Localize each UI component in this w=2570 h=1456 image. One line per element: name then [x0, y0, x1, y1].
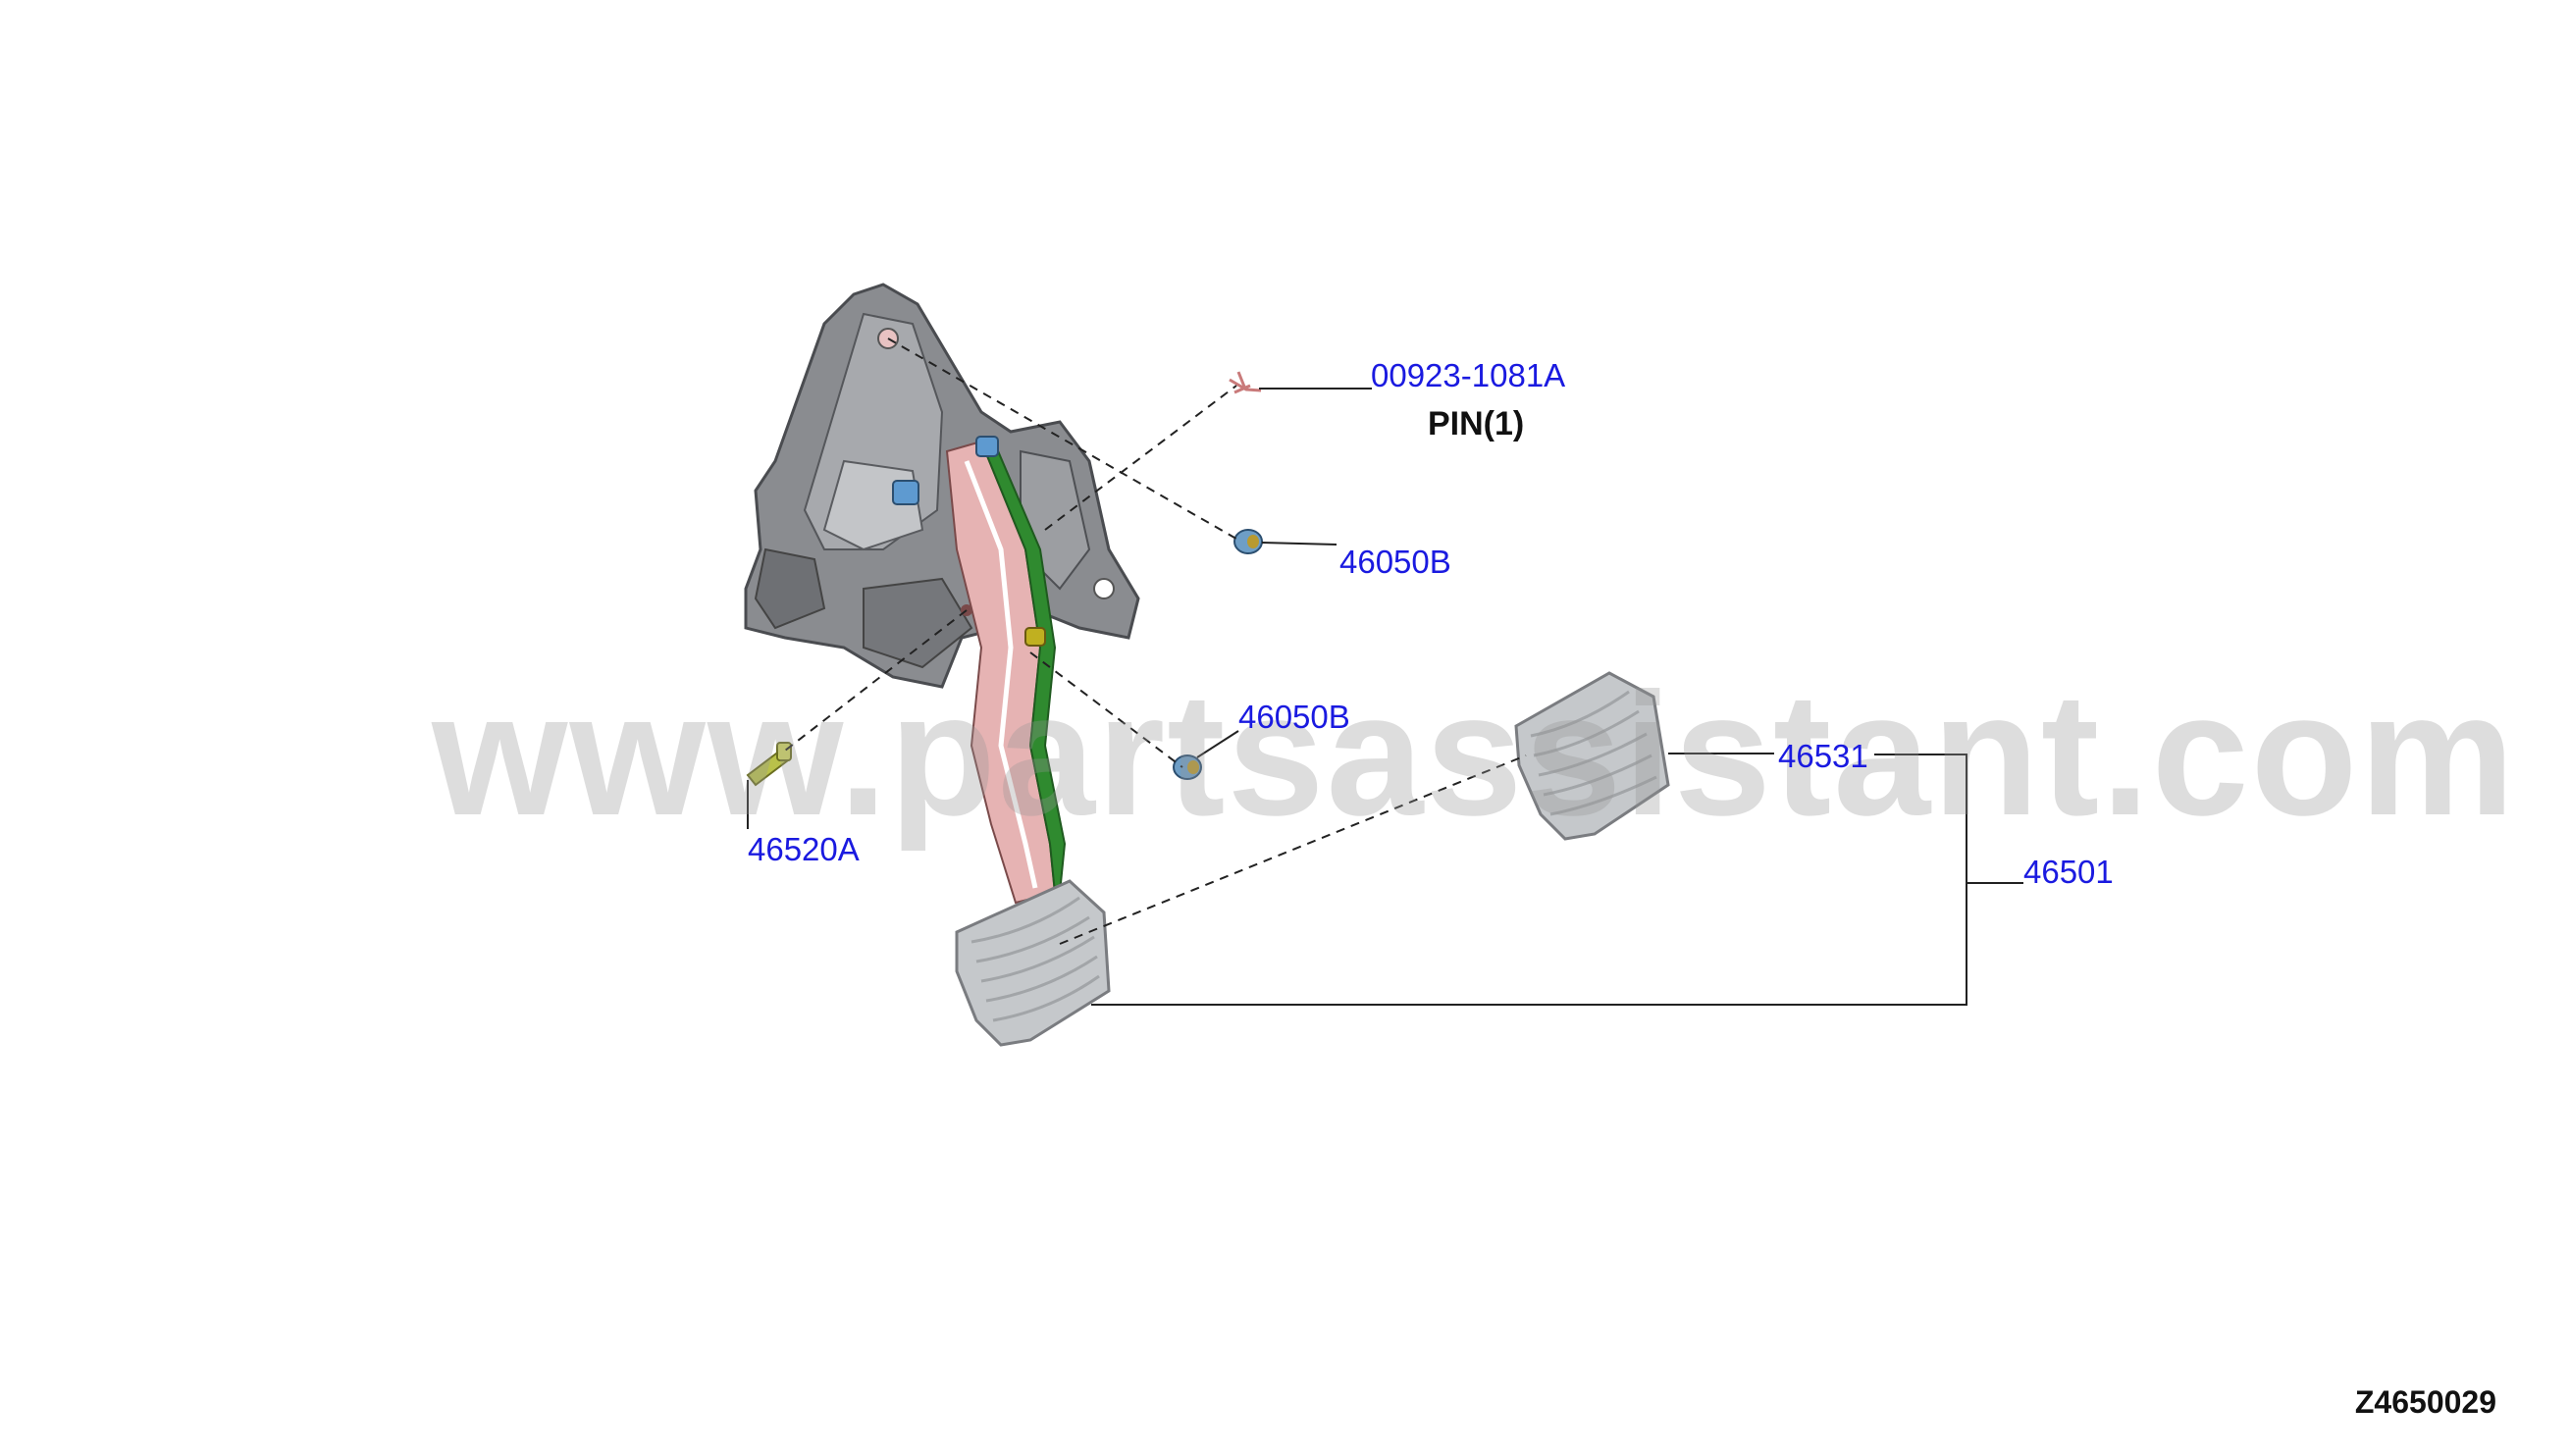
pedal-pad-part [1514, 671, 1670, 841]
callout-bushing-lower[interactable]: 46050B [1238, 699, 1350, 735]
bolt-part [746, 742, 792, 787]
pedal-pad-mounted [955, 879, 1111, 1047]
pin-note: PIN(1) [1428, 405, 1525, 442]
clip-pin-part [1229, 371, 1262, 394]
callout-pin[interactable]: 00923-1081A [1371, 357, 1566, 393]
bushing-part-lower [1173, 754, 1202, 780]
assembly-lines [784, 338, 1527, 945]
pedal-bracket [744, 283, 1140, 689]
mounted-bushing [892, 436, 1046, 647]
watermark: www.partsassistant.com [432, 656, 2517, 852]
leader-lines [747, 388, 2023, 1006]
callout-bushing-upper[interactable]: 46050B [1339, 544, 1451, 580]
callout-pad[interactable]: 46531 [1778, 738, 1868, 774]
callout-assembly[interactable]: 46501 [2023, 854, 2114, 890]
figure-id: Z4650029 [2354, 1384, 2496, 1420]
callout-bolt[interactable]: 46520A [748, 831, 860, 867]
bushing-part-upper [1233, 529, 1263, 554]
